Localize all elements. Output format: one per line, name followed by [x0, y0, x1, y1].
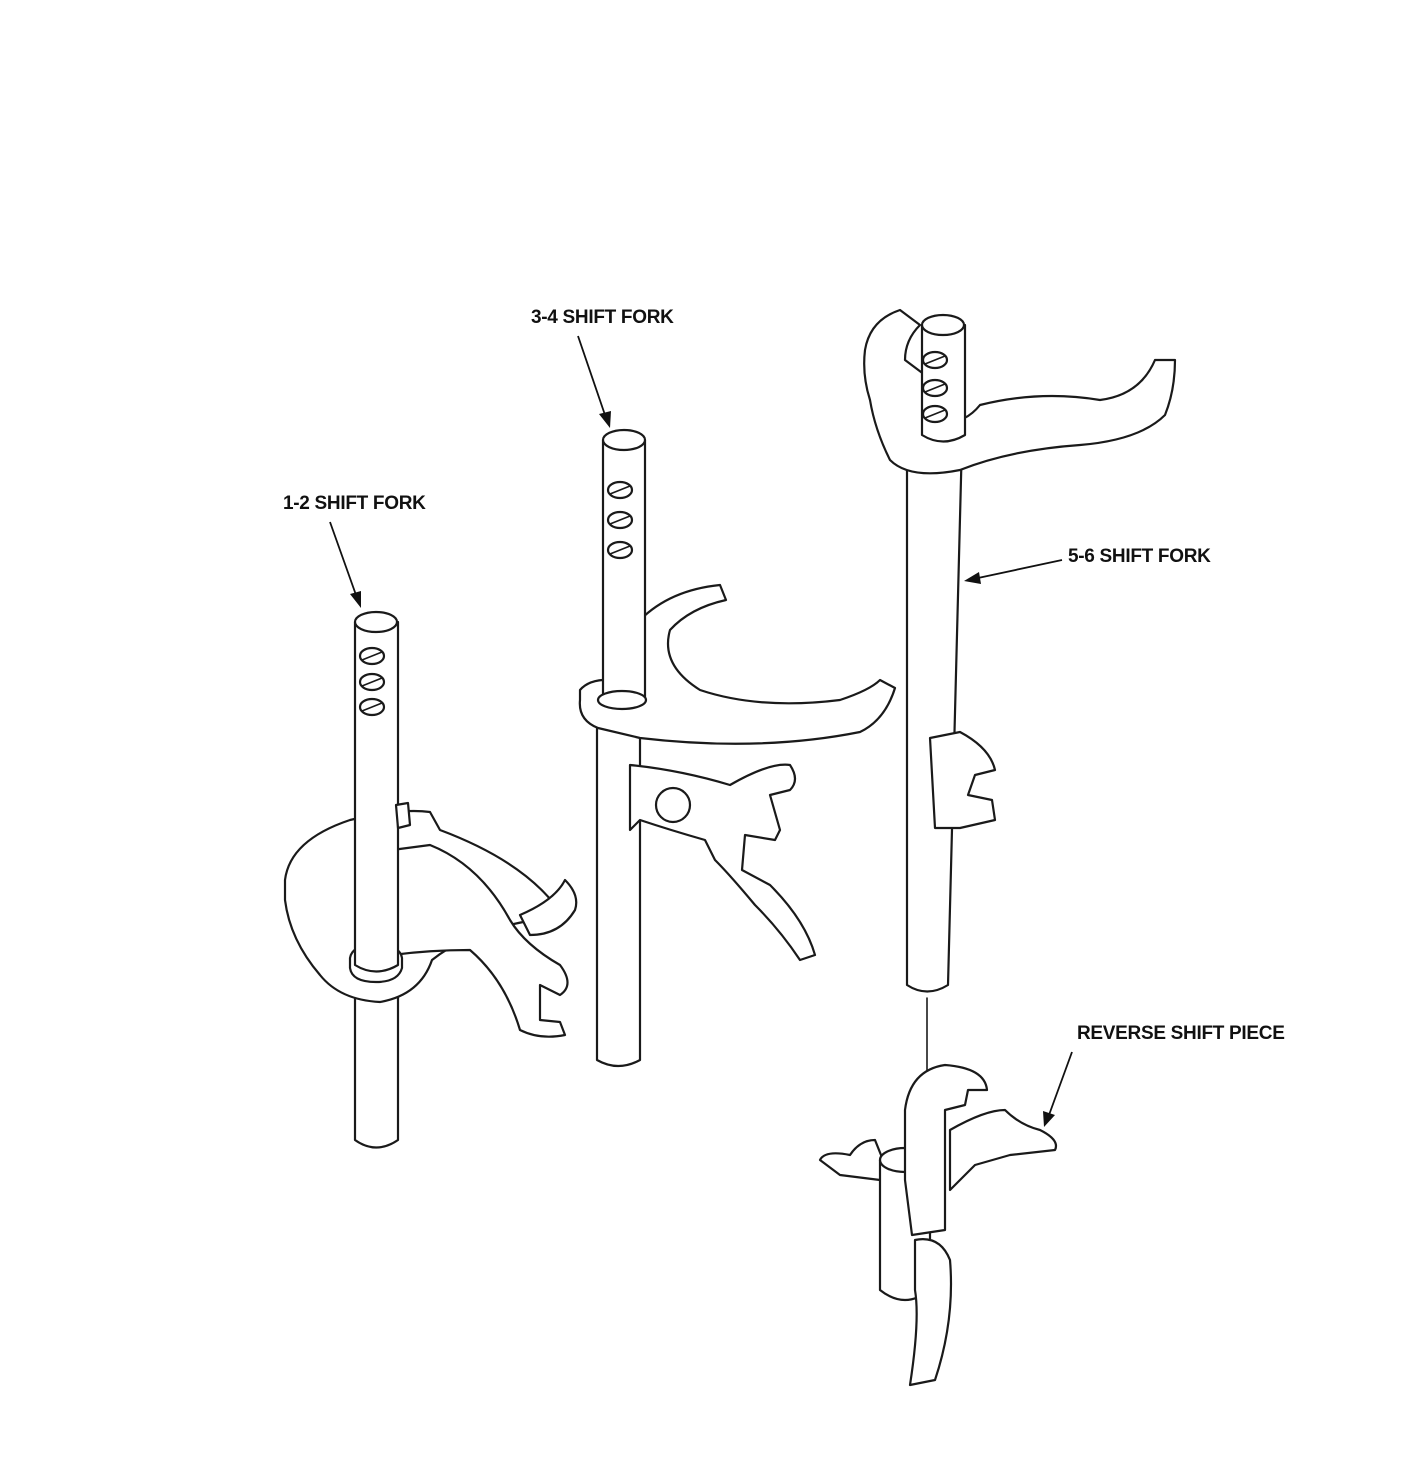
- fork-34-mount-hole: [654, 786, 692, 824]
- reverse-left-arm: [818, 1138, 887, 1182]
- fork-12-arm: [390, 843, 569, 1038]
- fork-56-assembly: [863, 308, 1177, 1076]
- fork-56-top-fork: [863, 308, 1177, 475]
- leader-fork-56: [977, 559, 1063, 579]
- fork-12-pin: [394, 801, 412, 830]
- reverse-piece-assembly: [818, 1063, 1058, 1387]
- fork-34-boss: [596, 689, 648, 711]
- fork-34-assembly: [578, 428, 897, 1068]
- fork-34-u-fork: [578, 583, 897, 745]
- leader-reverse-piece: [1048, 1051, 1073, 1116]
- leader-lines: [329, 335, 1073, 1127]
- label-reverse-piece: REVERSE SHIFT PIECE: [1077, 1023, 1285, 1044]
- fork-56-bracket: [928, 730, 997, 830]
- fork-34-mount: [628, 763, 817, 962]
- fork-34-shaft-upper: [601, 438, 647, 708]
- reverse-right-arm: [948, 1108, 1058, 1192]
- reverse-hook-top: [903, 1063, 989, 1237]
- fork-56-shaft-end: [920, 313, 966, 337]
- label-fork-34: 3-4 SHIFT FORK: [531, 307, 674, 328]
- leader-fork-12: [329, 521, 357, 596]
- label-fork-56: 5-6 SHIFT FORK: [1068, 546, 1211, 567]
- leader-fork-34: [577, 335, 606, 416]
- fork-12-shaft-end: [353, 610, 399, 634]
- fork-12-tip: [518, 878, 578, 937]
- label-fork-12: 1-2 SHIFT FORK: [283, 493, 426, 514]
- fork-56-shaft: [905, 438, 964, 993]
- fork-12-assembly: [283, 610, 578, 1149]
- fork-12-shaft-lower: [353, 988, 400, 1149]
- fork-34-shaft-end: [601, 428, 647, 452]
- reverse-blade: [908, 1238, 953, 1387]
